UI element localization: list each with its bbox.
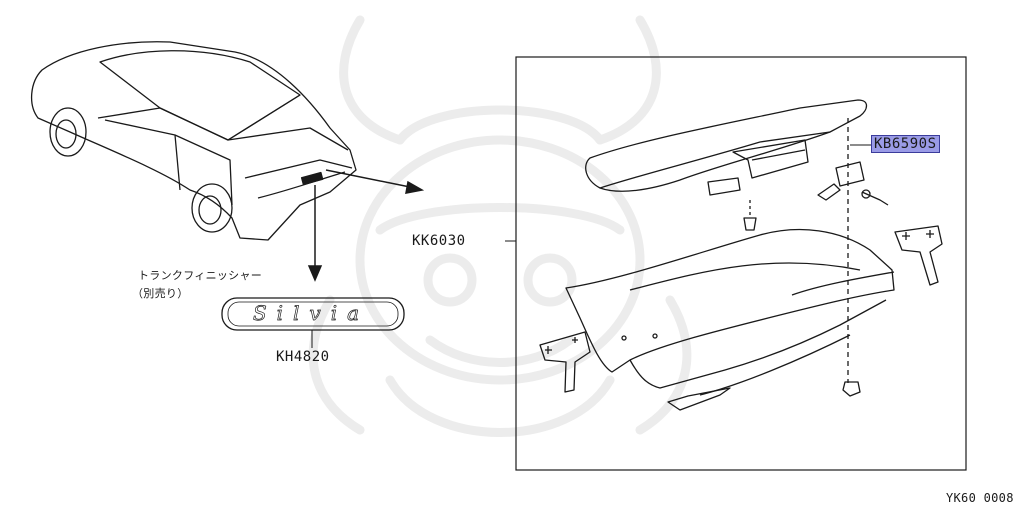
detail-frame xyxy=(515,56,967,471)
emblem-script: Silvia xyxy=(253,301,369,325)
silvia-emblem: Silvia xyxy=(221,297,405,348)
trunk-lid xyxy=(539,225,943,411)
sold-separately-label: （別売り） xyxy=(132,287,189,300)
part-label-kk6030[interactable]: KK6030 xyxy=(412,233,466,249)
arrow-right-icon xyxy=(325,169,425,194)
rear-spoiler xyxy=(585,99,889,383)
arrow-down-icon xyxy=(307,185,323,282)
watermark-helmet-icon xyxy=(308,15,692,437)
part-label-kh4820[interactable]: KH4820 xyxy=(276,349,330,365)
trunk-finisher-label: トランクフィニッシャー xyxy=(138,269,263,282)
car-outline-icon xyxy=(31,41,357,241)
figure-id: YK60 0008 xyxy=(946,491,1014,505)
part-label-kb6590s[interactable]: KB6590S xyxy=(871,135,940,153)
